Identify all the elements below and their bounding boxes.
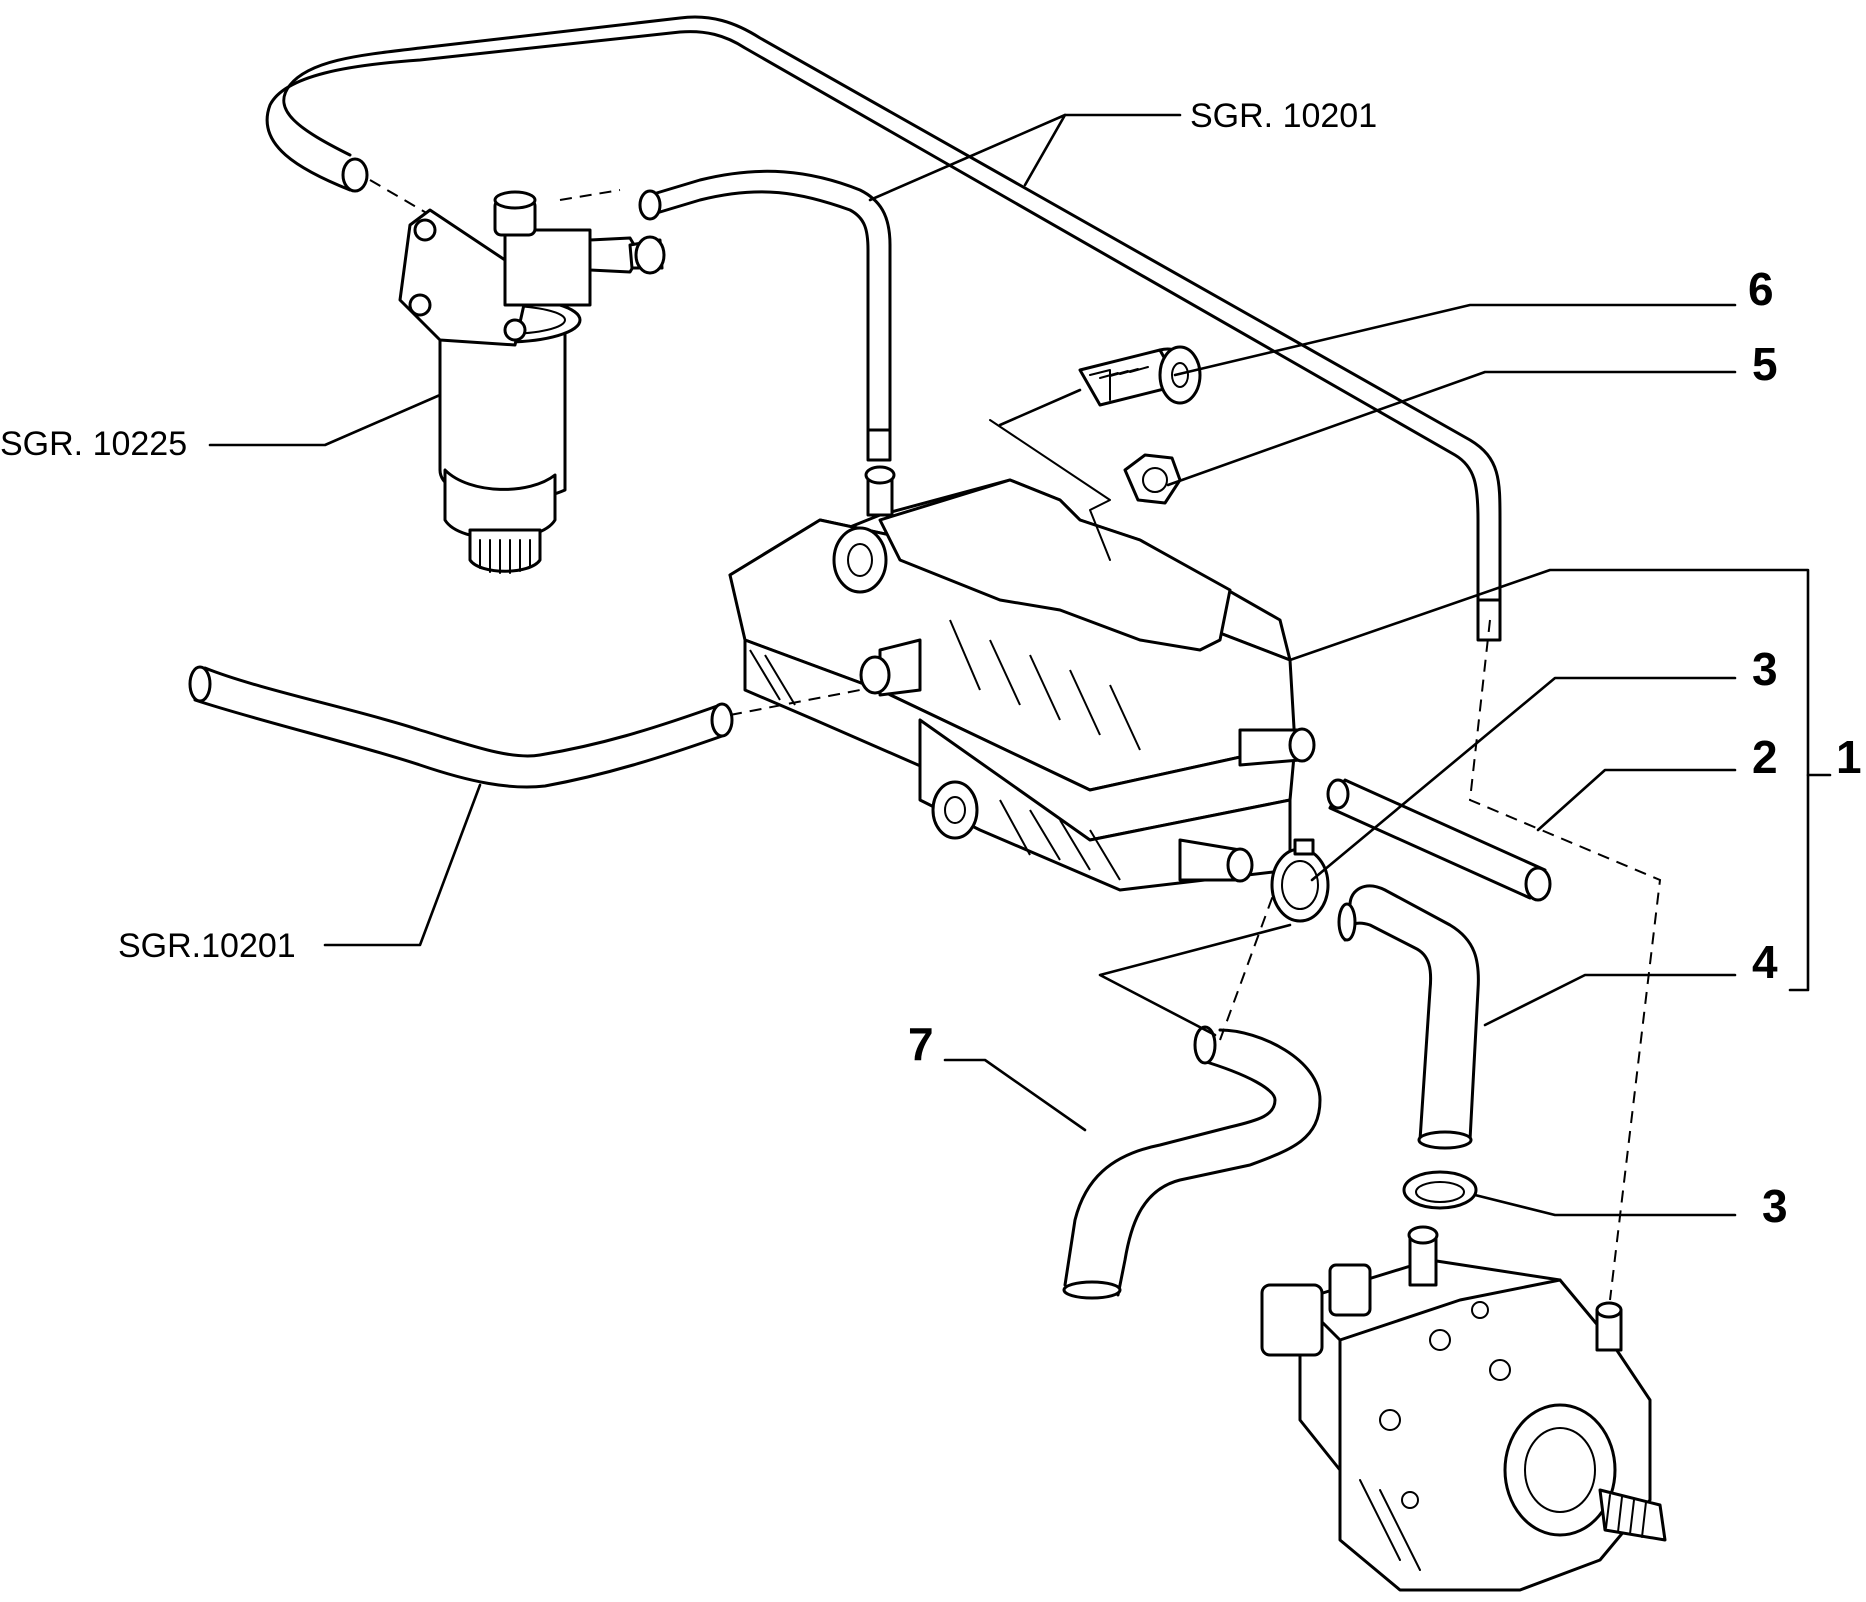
part-5-nut	[1123, 453, 1182, 505]
fuel-filter	[398, 190, 666, 574]
injection-pump	[1260, 1225, 1667, 1592]
label-part-1: 1	[1836, 731, 1862, 783]
part-6-bolt	[1078, 345, 1202, 407]
label-sgr-filter: SGR. 10225	[0, 425, 187, 463]
label-part-3-upper: 3	[1752, 643, 1778, 695]
dash-connector-filter-2	[559, 189, 621, 201]
dash-connector-pump	[1468, 619, 1662, 1301]
label-part-6: 6	[1748, 263, 1774, 315]
labels: SGR. 10201 SGR. 10225 SGR.10201 6 5 3 2 …	[0, 97, 1862, 1232]
fuel-cooler-tank	[728, 419, 1316, 892]
part-7-hose	[1062, 889, 1322, 1300]
label-part-2: 2	[1752, 731, 1778, 783]
filter-return-pipe	[638, 169, 892, 462]
leader-lines	[208, 113, 1832, 1217]
label-part-7: 7	[908, 1018, 934, 1070]
dash-connector-filter	[369, 179, 431, 216]
label-sgr-top: SGR. 10201	[1190, 97, 1377, 135]
label-sgr-bottom: SGR.10201	[118, 927, 296, 965]
part-3-clip-upper	[1270, 838, 1330, 923]
label-part-4: 4	[1752, 936, 1778, 988]
label-part-5: 5	[1752, 338, 1778, 390]
part-4-hose	[1337, 884, 1480, 1150]
part-2-pipe	[1326, 778, 1552, 902]
label-part-3-lower: 3	[1762, 1180, 1788, 1232]
part-3-clip-lower	[1402, 1170, 1478, 1210]
inlet-hose-left	[188, 665, 861, 789]
